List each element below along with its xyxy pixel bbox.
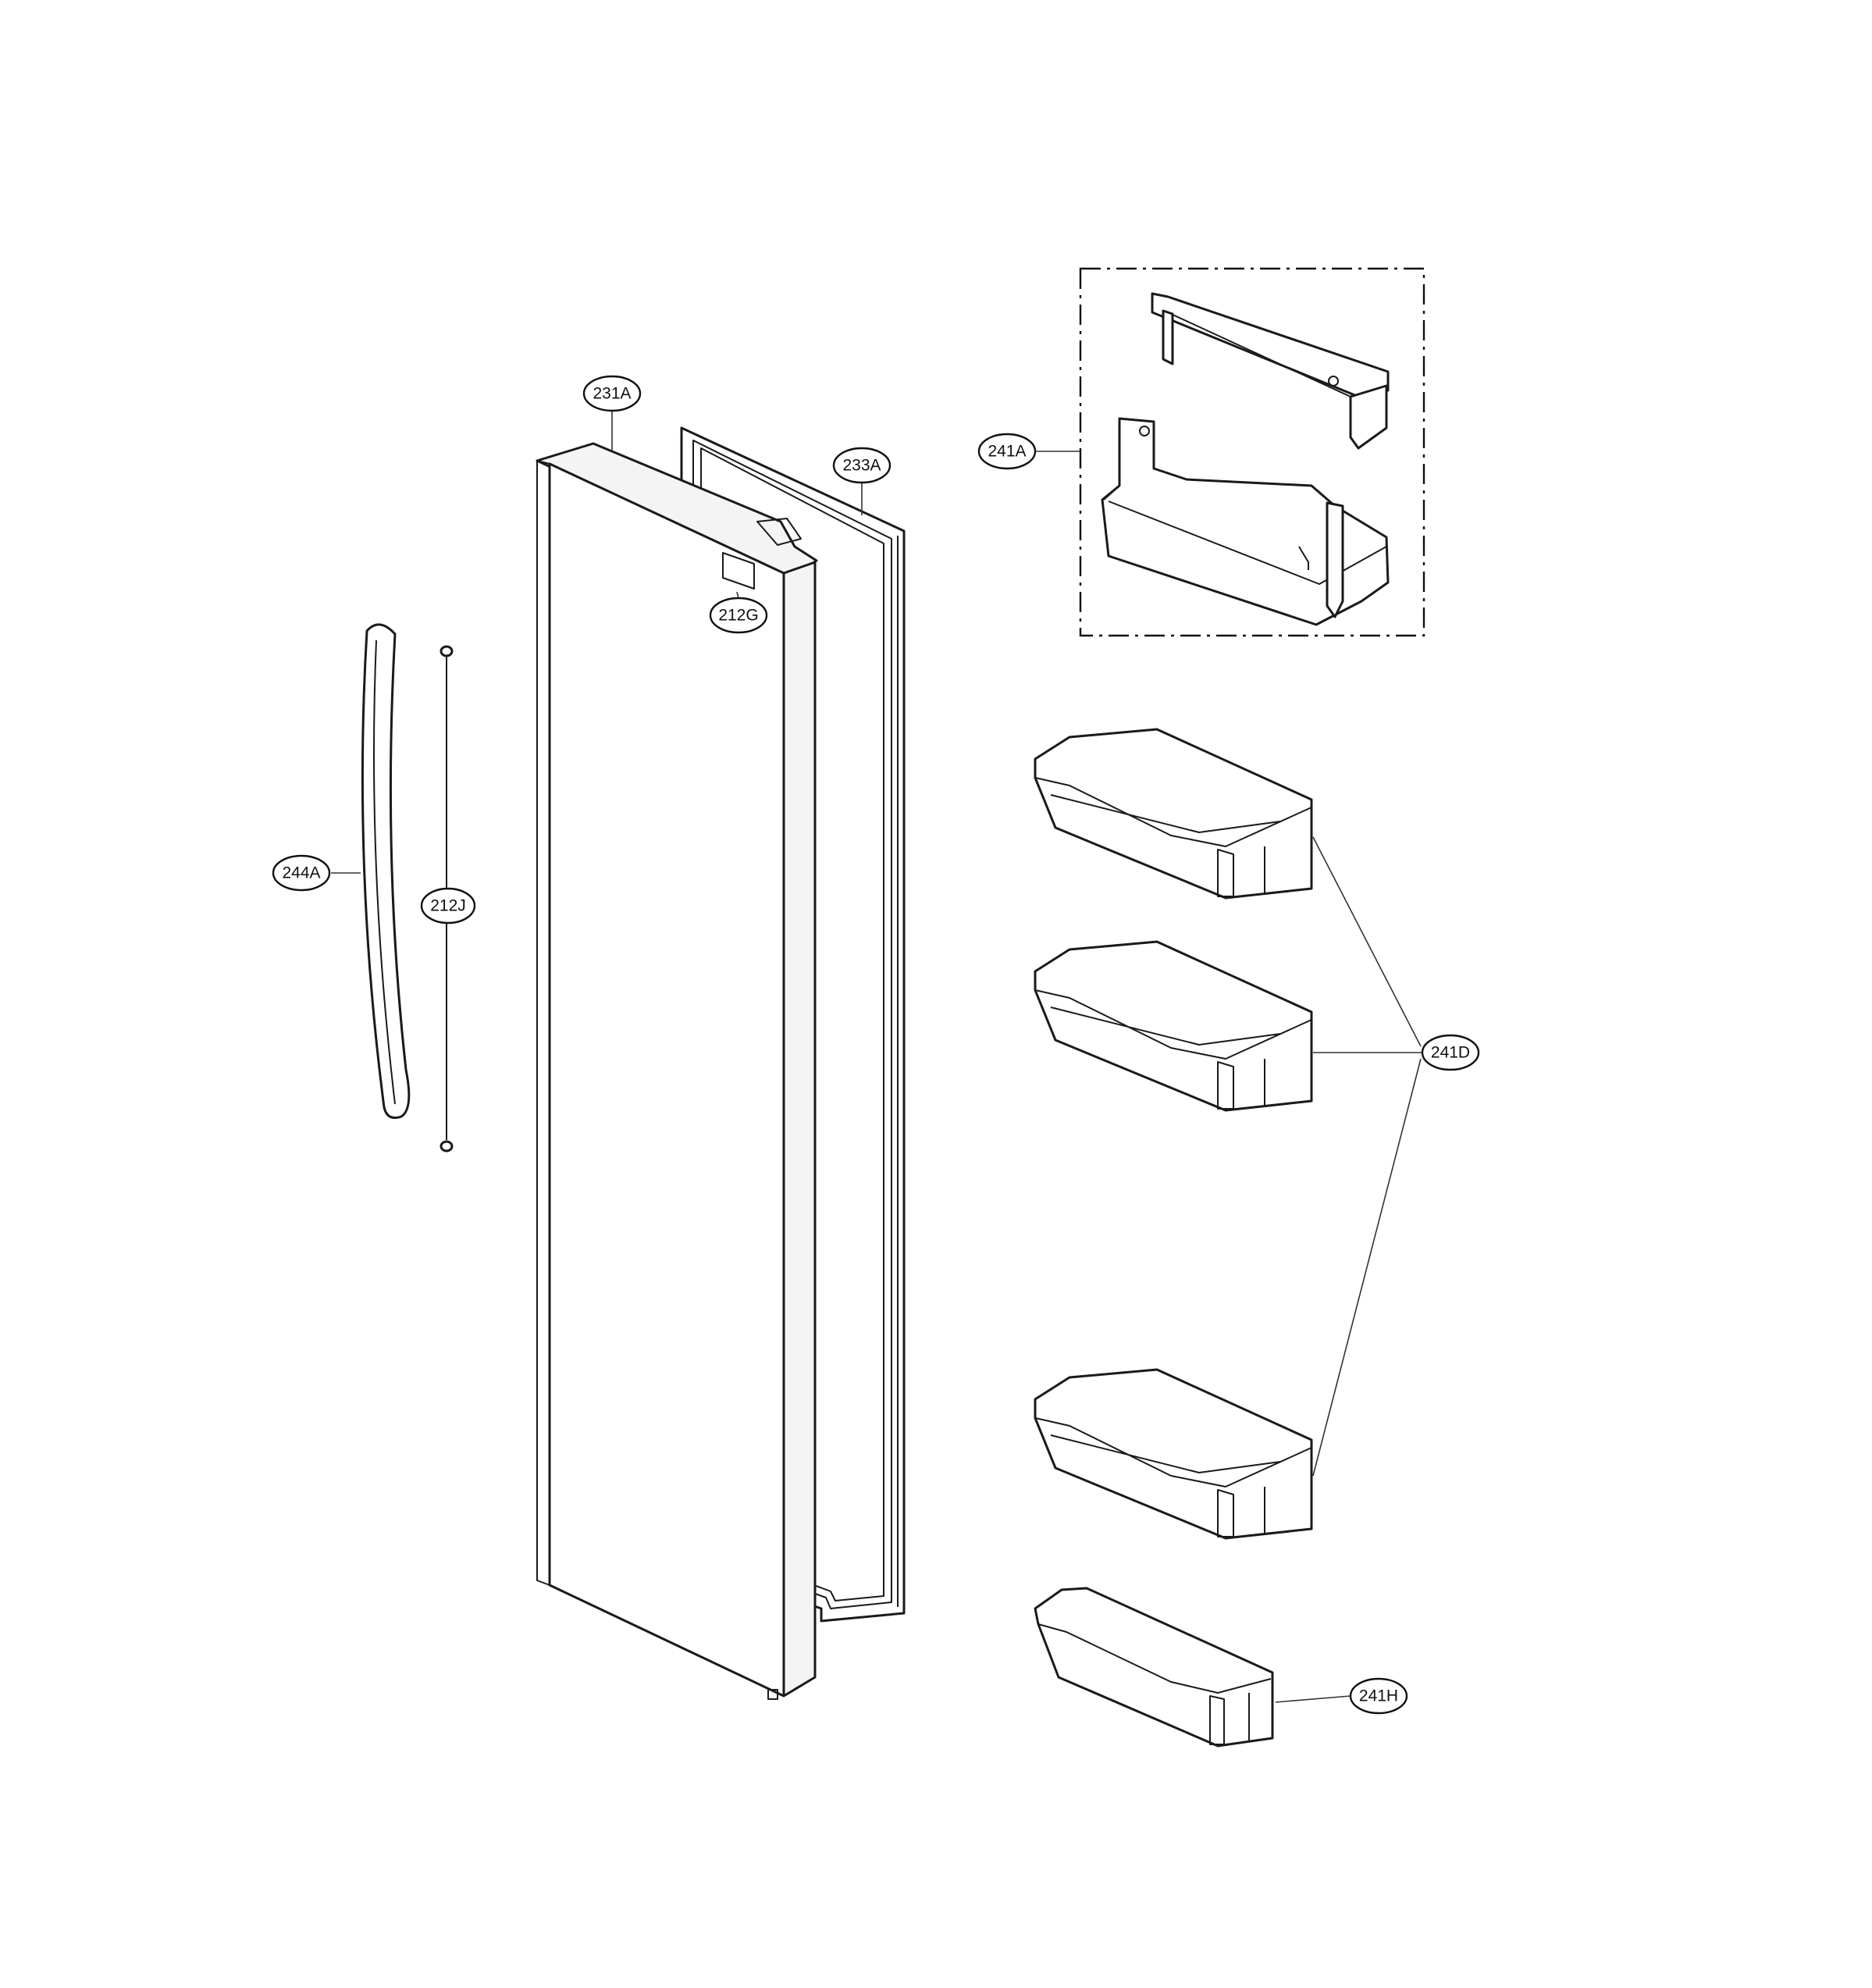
- callout-233A: 233A: [832, 447, 892, 484]
- callout-241H: 241H: [1349, 1677, 1408, 1715]
- bin-cover-241A: [1151, 292, 1390, 450]
- bin-241A: [1101, 417, 1390, 626]
- callout-label-241D: 241D: [1431, 1044, 1470, 1062]
- callout-212G: 212G: [709, 597, 768, 634]
- door-bin-241D-3: [1034, 1368, 1313, 1540]
- callout-label-244A: 244A: [282, 864, 320, 882]
- label-plate-212G: [722, 552, 755, 590]
- callout-label-241H: 241H: [1359, 1687, 1398, 1705]
- callout-label-212J: 212J: [430, 897, 466, 915]
- callout-241D: 241D: [1421, 1034, 1480, 1071]
- door-bin-241D-2: [1034, 940, 1313, 1112]
- callout-241A: 241A: [977, 433, 1037, 470]
- door-panel-231A: [536, 442, 818, 1700]
- door-handle-244A: [361, 623, 411, 1119]
- callout-212J: 212J: [420, 887, 476, 925]
- leader-lines: [331, 411, 1422, 1703]
- callout-label-233A: 233A: [842, 457, 881, 475]
- door-bin-241H: [1034, 1587, 1274, 1748]
- callout-label-241A: 241A: [988, 443, 1026, 461]
- door-bin-241D-1: [1034, 728, 1313, 900]
- callout-231A: 231A: [582, 375, 642, 412]
- callout-244A: 244A: [272, 854, 331, 892]
- assembly-box-241A: [1079, 267, 1425, 637]
- callout-label-212G: 212G: [718, 607, 758, 625]
- callout-label-231A: 231A: [593, 385, 631, 403]
